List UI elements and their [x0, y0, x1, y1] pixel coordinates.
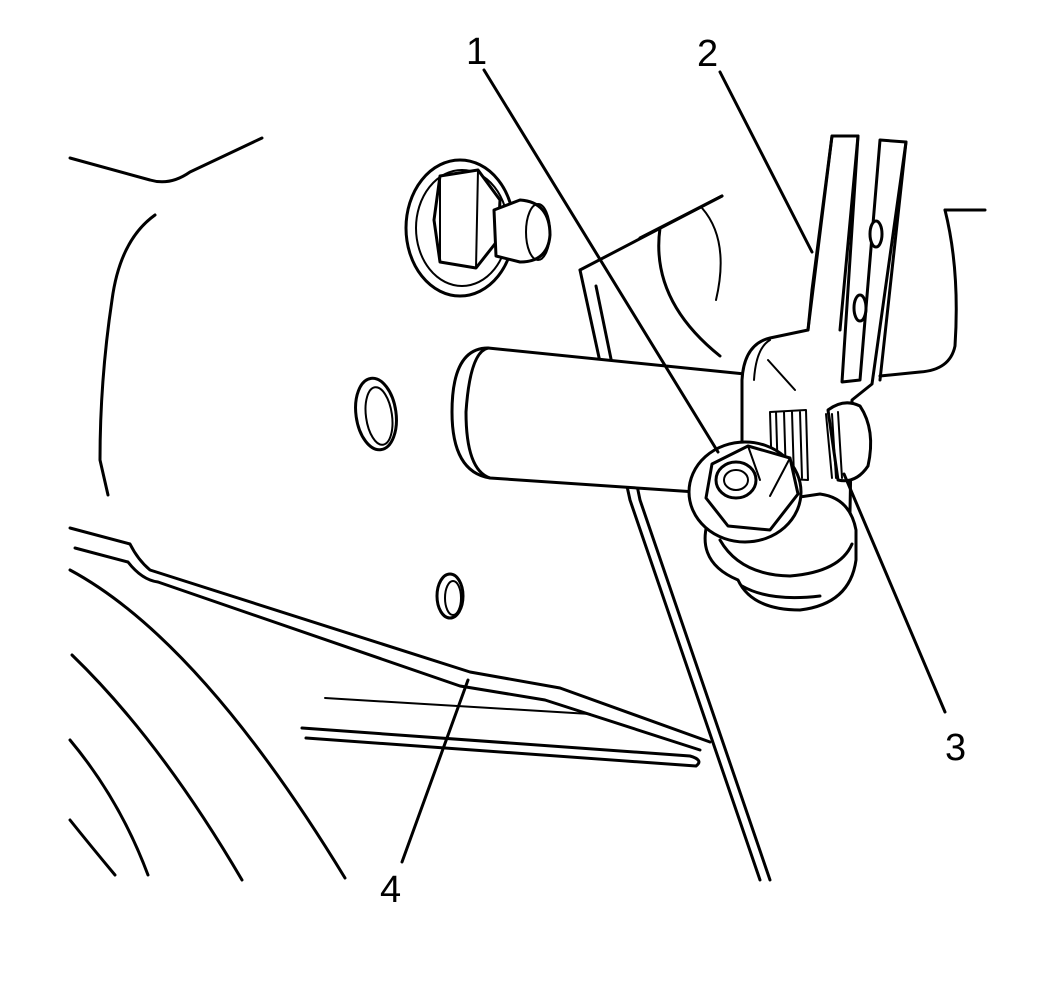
callout-3-label: 3 — [945, 727, 966, 769]
link-hex-nut — [687, 440, 803, 544]
body-panel — [68, 136, 712, 882]
upper-flange-nut — [404, 158, 552, 298]
callout-4-leader — [400, 678, 470, 864]
panel-holes — [354, 376, 465, 620]
callout-leaders — [400, 68, 947, 864]
stabilizer-link — [740, 134, 908, 514]
callout-3-leader — [842, 472, 947, 714]
callout-2-leader — [718, 70, 814, 254]
callout-1-label: 1 — [466, 31, 487, 73]
sway-bar-tube — [450, 346, 747, 497]
support-bracket — [578, 194, 987, 882]
callout-1-leader — [482, 68, 720, 454]
callout-2-label: 2 — [697, 33, 718, 75]
callout-4-label: 4 — [380, 869, 401, 911]
callout-labels: 1 2 3 4 — [380, 31, 966, 911]
